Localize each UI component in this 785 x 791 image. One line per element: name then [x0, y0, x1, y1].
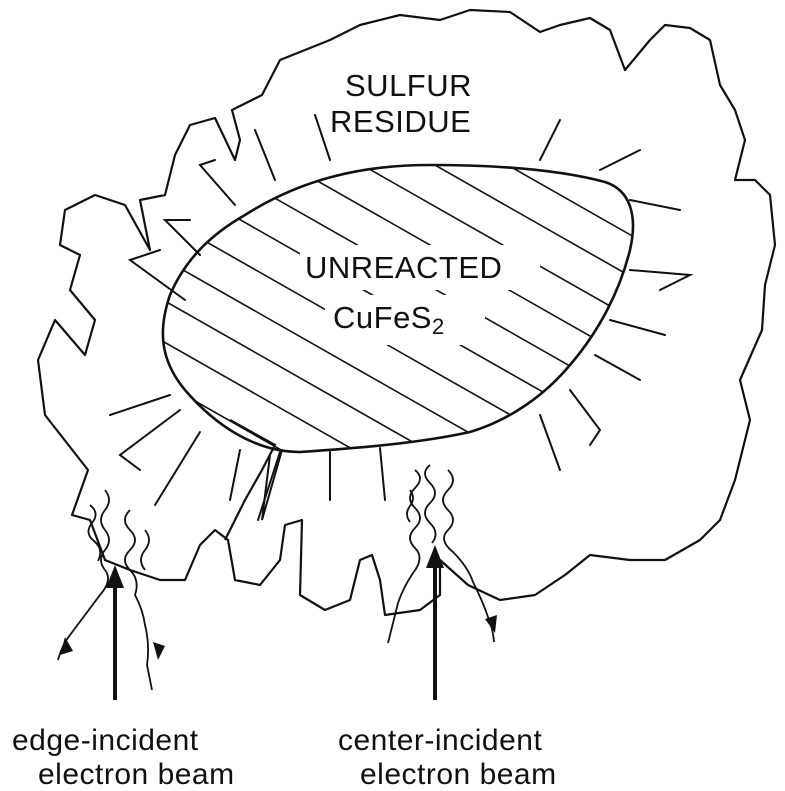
sulfur-residue-label-line2: RESIDUE: [330, 106, 471, 137]
center-beam-caption-line2: electron beam: [360, 760, 557, 790]
edge-scatter-arrowhead-right: [153, 642, 165, 660]
edge-scatter-paths: [58, 490, 152, 690]
chemical-formula-text: CuFeS: [333, 300, 432, 335]
center-beam-arrowhead: [426, 545, 444, 568]
edge-beam-caption-line1: edge-incident: [12, 726, 199, 756]
edge-beam-caption-line2: electron beam: [38, 760, 235, 790]
chemical-formula-label: CuFeS2: [333, 302, 445, 338]
center-beam-caption-line1: center-incident: [338, 726, 542, 756]
center-scatter-paths: [388, 465, 494, 643]
sulfur-residue-label-line1: SULFUR: [345, 70, 472, 101]
unreacted-label: UNREACTED: [305, 252, 502, 283]
center-scatter-arrowhead-right: [485, 615, 497, 633]
chemical-formula-subscript: 2: [432, 314, 445, 339]
edge-scatter-arrowhead-left: [60, 637, 73, 655]
